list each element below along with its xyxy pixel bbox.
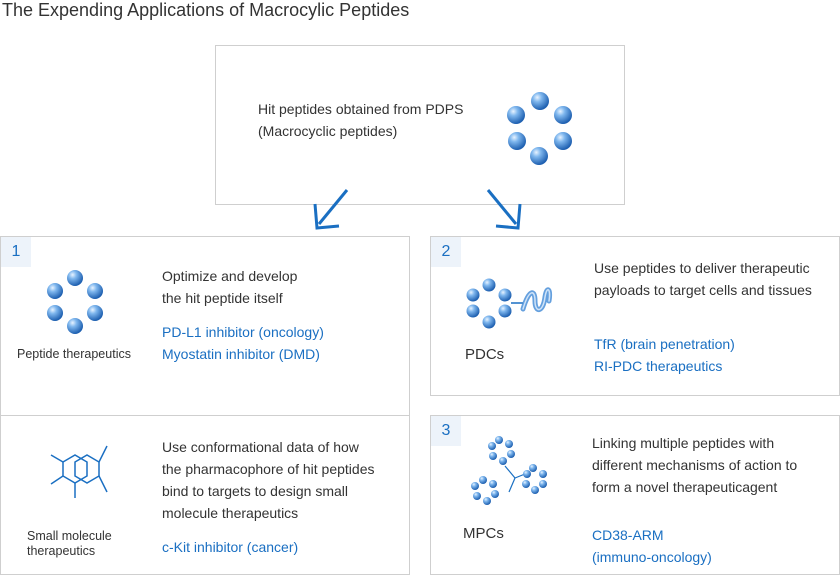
example-cd38-arm: CD38-ARM <box>592 527 664 543</box>
small-molecule-desc-line3: bind to targets to design small <box>162 483 348 499</box>
example-pd-l1: PD-L1 inhibitor (oncology) <box>162 324 324 340</box>
peptide-therapeutics-label: Peptide therapeutics <box>17 347 131 361</box>
small-molecule-desc-line2: the pharmacophore of hit peptides <box>162 461 375 477</box>
hit-peptides-line2: (Macrocyclic peptides) <box>258 123 398 139</box>
small-molecule-label-line2: therapeutics <box>27 544 96 558</box>
peptide-drug-conjugate-icon <box>466 278 552 329</box>
panel-2-pdcs: 2 PDCs Use peptides to deliver therapeut… <box>430 236 840 396</box>
panel-1-peptide-therapeutics: 1 Peptide therapeutics Optimize and deve… <box>0 236 410 416</box>
example-myostatin: Myostatin inhibitor (DMD) <box>162 346 320 362</box>
page-title: The Expending Applications of Macrocylic… <box>2 0 410 20</box>
mpcs-desc-line3: form a novel therapeuticagent <box>592 479 778 495</box>
pdcs-label: PDCs <box>465 346 505 363</box>
macrocyclic-peptide-ring-icon <box>507 92 572 165</box>
small-molecule-structure-icon <box>50 445 108 498</box>
arrow-down-right-icon <box>486 189 522 230</box>
panel-3-number-badge: 3 <box>431 416 461 446</box>
mpcs-label: MPCs <box>463 525 504 542</box>
hit-peptides-box: Hit peptides obtained from PDPS (Macrocy… <box>215 45 625 205</box>
mpcs-desc-line1: Linking multiple peptides with <box>592 435 775 451</box>
example-ri-pdc: RI-PDC therapeutics <box>594 358 723 374</box>
example-c-kit: c-Kit inhibitor (cancer) <box>162 539 299 555</box>
arrow-down-left-icon <box>313 189 349 230</box>
peptide-desc-line2: the hit peptide itself <box>162 290 283 306</box>
multi-peptide-conjugate-icon <box>471 436 547 505</box>
hit-peptides-line1: Hit peptides obtained from PDPS <box>258 101 464 117</box>
small-molecule-label-line1: Small molecule <box>27 529 112 543</box>
panel-2-number-badge: 2 <box>431 237 461 267</box>
example-immuno-oncology: (immuno-oncology) <box>592 549 712 565</box>
peptide-ring-icon <box>47 270 103 334</box>
small-molecule-desc-line4: molecule therapeutics <box>162 505 299 521</box>
peptide-desc-line1: Optimize and develop <box>162 268 298 284</box>
pdcs-desc-line1: Use peptides to deliver therapeutic <box>594 260 810 276</box>
mpcs-desc-line2: different mechanisms of action to <box>592 457 798 473</box>
panel-3-mpcs: 3 MPCs Linking multiple peptides with di… <box>430 415 840 575</box>
small-molecule-desc-line1: Use conformational data of how <box>162 439 359 455</box>
example-tfr: TfR (brain penetration) <box>594 336 735 352</box>
panel-1-number-badge: 1 <box>1 237 31 267</box>
pdcs-desc-line2: payloads to target cells and tissues <box>594 282 812 298</box>
panel-1-small-molecule: Small molecule therapeutics Use conforma… <box>0 415 410 575</box>
